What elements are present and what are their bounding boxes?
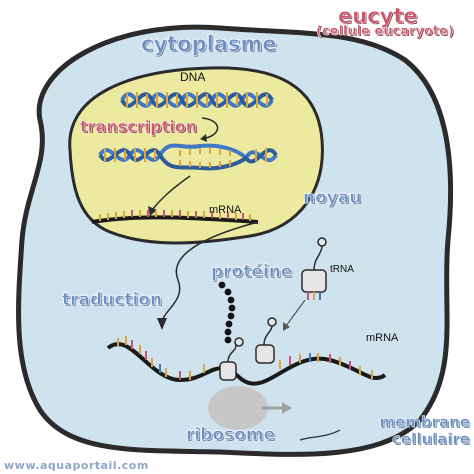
mrna-strand-cytoplasm — [106, 336, 387, 386]
membrane-pointer — [299, 429, 341, 441]
trna-free — [301, 237, 327, 300]
dna-helix — [120, 92, 274, 108]
mrna-export-arrow — [161, 221, 259, 323]
protein-chain — [218, 281, 236, 344]
label-nucleus: noyau — [303, 188, 362, 209]
diagram-subtitle: (cellule eucaryote) — [316, 24, 454, 40]
label-cell-membrane: membrane cellulaire — [379, 413, 470, 448]
transcription-arrow — [201, 117, 219, 139]
label-dna: DNA — [180, 70, 206, 84]
dna-transcription-bubble — [98, 143, 278, 171]
label-cytoplasm: cytoplasme — [141, 32, 277, 57]
watermark: www.aquaportail.com — [4, 459, 149, 472]
label-translation: traduction — [62, 290, 163, 311]
trna-bound-left — [219, 337, 244, 381]
trna-bound-right — [255, 317, 277, 364]
label-mrna-cytoplasm: mRNA — [366, 332, 399, 344]
label-ribosome: ribosome — [186, 425, 276, 446]
label-transcription: transcription — [80, 117, 198, 137]
trna-approach-arrow — [285, 299, 306, 327]
mrna-strand-nucleus — [91, 210, 259, 224]
ribosome — [208, 386, 268, 430]
nucleus — [68, 66, 324, 245]
label-protein: protéine — [211, 262, 293, 283]
label-trna: tRNA — [330, 264, 354, 275]
mrna-release-arrow — [151, 175, 191, 211]
diagram-title: eucyte — [338, 4, 418, 29]
label-mrna-nucleus: mRNA — [209, 204, 242, 216]
